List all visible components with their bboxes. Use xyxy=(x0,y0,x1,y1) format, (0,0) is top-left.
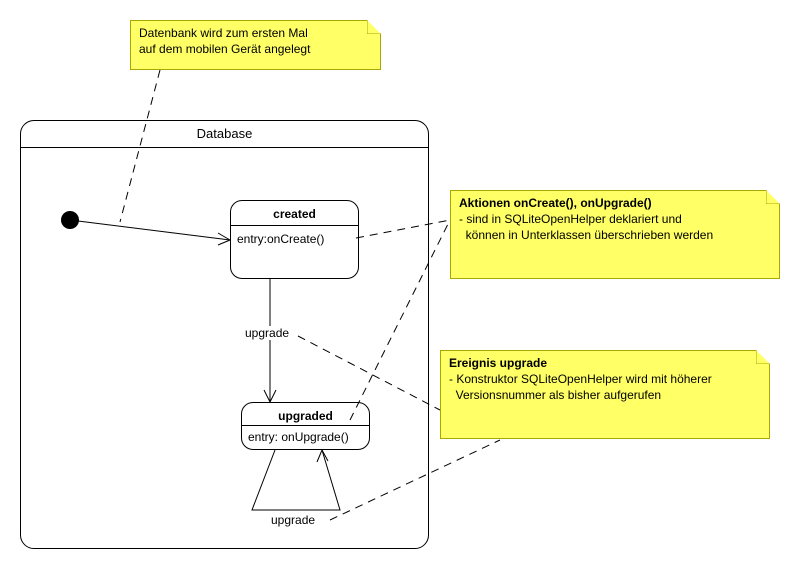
note-database-created: Datenbank wird zum ersten Mal auf dem mo… xyxy=(130,20,381,70)
self-upgrade-transition-label: upgrade xyxy=(271,513,316,527)
note-top-connector xyxy=(119,69,161,223)
self-upgrade-transition xyxy=(251,449,341,511)
note-event-line-1: - Konstruktor SQLiteOpenHelper wird mit … xyxy=(449,372,712,386)
note-event-upgrade: Ereignis upgrade - Konstruktor SQLiteOpe… xyxy=(440,350,770,439)
state-upgraded-entry: entry: onUpgrade() xyxy=(248,430,349,444)
note-top-line-2: auf dem mobilen Gerät angelegt xyxy=(139,42,311,56)
note-event-heading: Ereignis upgrade xyxy=(449,356,548,370)
note-actions: Aktionen onCreate(), onUpgrade() - sind … xyxy=(450,190,780,279)
note-actions-line-2: können in Unterklassen überschrieben wer… xyxy=(459,228,714,242)
note-top-line-1: Datenbank wird zum ersten Mal xyxy=(139,26,308,40)
state-upgraded-name: upgraded xyxy=(242,403,369,426)
note-event-line-2: Versionsnummer als bisher aufgerufen xyxy=(449,388,662,402)
note-actions-connector-created xyxy=(355,219,451,239)
note-actions-connector-upgraded xyxy=(349,219,451,421)
note-fold-icon xyxy=(367,20,381,34)
state-created-name: created xyxy=(231,201,358,226)
initial-transition xyxy=(69,219,231,241)
state-upgraded: upgraded entry: onUpgrade() xyxy=(241,402,370,450)
created-to-upgraded-arrowhead xyxy=(263,389,277,404)
self-upgrade-arrowhead xyxy=(316,448,329,463)
note-fold-icon xyxy=(766,190,780,204)
note-event-connector-self-upgrade xyxy=(329,439,501,521)
database-composite-state: Database xyxy=(20,120,429,549)
note-fold-icon xyxy=(756,350,770,364)
note-actions-line-1: - sind in SQLiteOpenHelper deklariert un… xyxy=(459,212,682,226)
note-actions-heading: Aktionen onCreate(), onUpgrade() xyxy=(459,196,652,210)
initial-transition-arrowhead xyxy=(217,232,232,246)
database-title: Database xyxy=(21,121,428,148)
state-created: created entry:onCreate() xyxy=(230,200,359,279)
note-event-connector-upgrade xyxy=(297,335,441,411)
state-created-entry: entry:onCreate() xyxy=(237,232,325,246)
upgrade-transition-label: upgrade xyxy=(245,326,290,340)
